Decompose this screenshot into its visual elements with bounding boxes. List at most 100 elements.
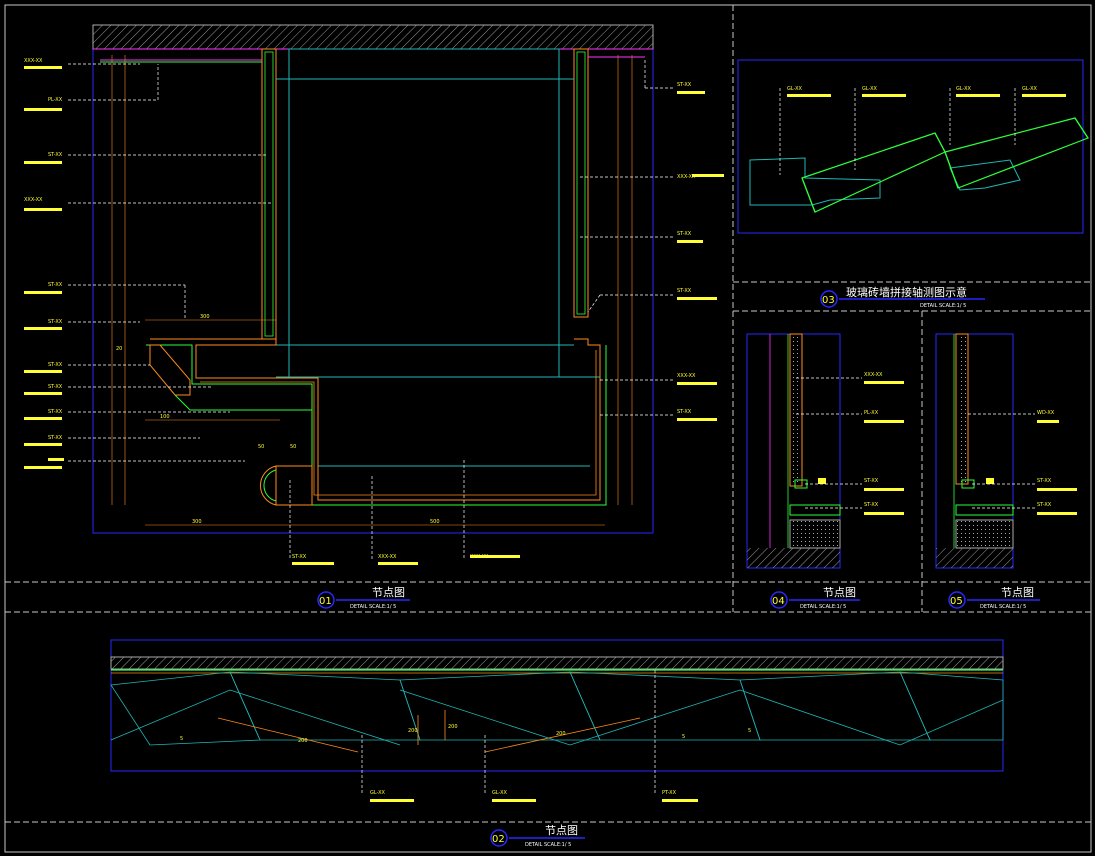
round-nosing-inner	[263, 469, 277, 502]
dim-02-e: 200	[556, 731, 566, 737]
dim-01-g: 20	[116, 346, 122, 352]
detail-number-circle-03	[820, 290, 838, 308]
bench-step	[174, 394, 312, 411]
detail-number-circle-02	[490, 829, 508, 847]
detail-04-wall	[789, 333, 803, 487]
label-r1: ST-XX	[677, 82, 692, 88]
dim-01-d: 500	[430, 519, 440, 525]
detail-04-base	[747, 548, 840, 568]
label-03-b: GL-XX	[862, 86, 878, 92]
detail-title-02: 节点图	[545, 824, 578, 837]
dim-01-f: 300	[200, 314, 210, 320]
detail-05-floor	[955, 519, 1014, 549]
detail-title-05: 节点图	[1001, 586, 1034, 599]
detail-05-base	[936, 548, 1013, 568]
interior-void	[288, 48, 560, 80]
detail-number-02: 02	[492, 834, 505, 845]
label-04-b: PL-XX	[864, 410, 879, 416]
leaders-03	[779, 88, 1016, 175]
label-r6: ST-XX	[677, 409, 692, 415]
detail-02-slab	[110, 656, 1004, 670]
detail-scale-02: DETAIL SCALE:1/ 5	[525, 842, 571, 848]
label-l8: ST-XX	[48, 384, 63, 390]
dim-01-e: 50	[290, 444, 296, 450]
detail-03-boundary	[737, 59, 1084, 234]
detail-scale-03: DETAIL SCALE:1/ 5	[920, 303, 966, 309]
label-05-b: ST-XX	[1037, 478, 1052, 484]
detail-01-plan: XXX-XX PL-XX ST-XX XXX-XX ST-XX ST-XX ST…	[24, 24, 724, 610]
detail-scale-04: DETAIL SCALE:1/ 5	[800, 604, 846, 610]
label-r3: ST-XX	[677, 231, 692, 237]
detail-number-01: 01	[319, 596, 332, 607]
label-03-d: GL-XX	[1022, 86, 1038, 92]
detail-04-wall-fill	[792, 336, 800, 484]
detail-03-axonometric: GL-XX GL-XX GL-XX GL-XX 03 玻璃砖墙拼接轴测图示意 D…	[737, 59, 1089, 309]
label-r2: XXX-XX	[677, 174, 696, 180]
label-04-c: ST-XX	[864, 478, 879, 484]
right-wall-inner	[576, 51, 586, 315]
leaders-bottom	[289, 460, 465, 560]
label-l10: ST-XX	[48, 435, 63, 441]
dim-01-a: 300	[192, 519, 202, 525]
dim-02-c: 200	[408, 728, 418, 734]
label-02-b: GL-XX	[492, 790, 508, 796]
label-02-c: PT-XX	[662, 790, 677, 796]
detail-title-04: 节点图	[823, 586, 856, 599]
label-l7: ST-XX	[48, 362, 63, 368]
label-r5: XXX-XX	[677, 373, 696, 379]
glass-blocks-cyan	[749, 157, 1021, 206]
right-wall	[573, 48, 589, 318]
zigzag-blocks	[110, 671, 1004, 746]
leaders-04	[796, 377, 862, 509]
label-l4: XXX-XX	[24, 197, 43, 203]
sheet-border	[4, 4, 1092, 853]
detail-number-05: 05	[950, 596, 963, 607]
top-slab	[92, 24, 654, 50]
label-l5: ST-XX	[48, 282, 63, 288]
glass-blocks-green	[801, 117, 1089, 213]
dim-01-c: 50	[258, 444, 264, 450]
title-block-01: 01 节点图 DETAIL SCALE:1/ 5	[317, 586, 410, 610]
bench-slant	[149, 344, 191, 396]
detail-04-floor	[789, 519, 841, 549]
detail-05-section: WD-XX ST-XX ST-XX 05 节点图 DETAIL SCALE:1/…	[935, 333, 1077, 610]
detail-number-03: 03	[822, 295, 835, 306]
left-wall-inner	[264, 51, 274, 337]
label-b1: ST-XX	[292, 554, 307, 560]
label-l3: ST-XX	[48, 152, 63, 158]
dim-02-b: 200	[298, 738, 308, 744]
ledge-lower	[146, 344, 607, 506]
detail-01-boundary	[92, 24, 654, 534]
label-04-d: ST-XX	[864, 502, 879, 508]
label-05-c: ST-XX	[1037, 502, 1052, 508]
title-block-03: 03 玻璃砖墙拼接轴测图示意 DETAIL SCALE:1/ 5	[820, 285, 985, 309]
label-l2: PL-XX	[48, 97, 63, 103]
detail-number-04: 04	[772, 596, 785, 607]
dim-02-d: 200	[448, 724, 458, 730]
dim-lines-02	[217, 710, 641, 753]
dim-02-a: 5	[180, 736, 183, 742]
leaders-left	[68, 63, 272, 462]
label-l1: XXX-XX	[24, 58, 43, 64]
detail-05-wall-fill	[958, 336, 966, 482]
labels-bottom: ST-XX XXX-XX XXX-XX	[292, 554, 520, 565]
nosing-box	[275, 465, 313, 506]
detail-title-01: 节点图	[372, 586, 405, 599]
detail-04-section: XXX-XX PL-XX ST-XX ST-XX 04 节点图 DETAIL S…	[746, 333, 904, 610]
label-l9: ST-XX	[48, 409, 63, 415]
dim-02-g: 5	[748, 728, 751, 734]
label-03-a: GL-XX	[787, 86, 803, 92]
detail-02-plan: 5 200 200 200 200 5 5 GL-XX GL-XX PT-XX …	[110, 639, 1004, 848]
ledge-inner	[200, 350, 597, 496]
ledge-upper	[150, 338, 601, 501]
left-wall	[261, 48, 277, 340]
labels-left: XXX-XX PL-XX ST-XX XXX-XX ST-XX ST-XX ST…	[24, 58, 64, 469]
labels-right: ST-XX XXX-XX ST-XX ST-XX XXX-XX ST-XX	[677, 82, 724, 421]
label-l6: ST-XX	[48, 319, 63, 325]
detail-number-circle-04	[770, 591, 788, 609]
leaders-right	[580, 60, 675, 416]
label-05-a: WD-XX	[1037, 410, 1055, 416]
label-02-a: GL-XX	[370, 790, 386, 796]
label-03-c: GL-XX	[956, 86, 972, 92]
